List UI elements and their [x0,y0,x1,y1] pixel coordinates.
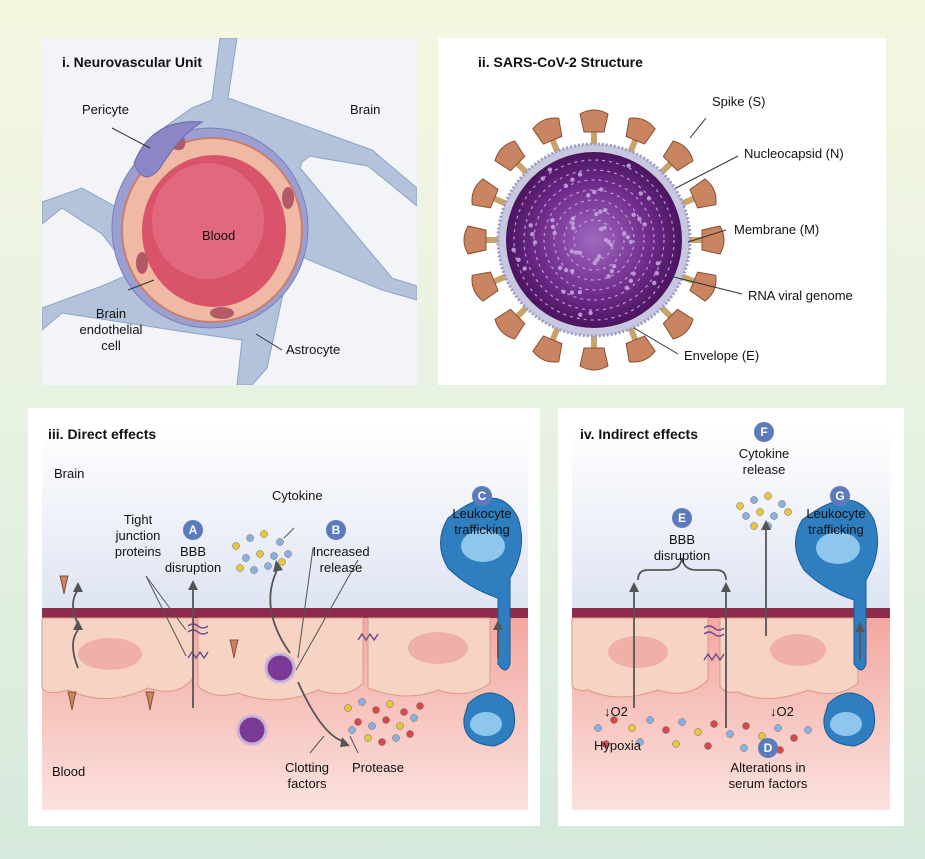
neurovascular-illustration [42,38,417,385]
panel-neurovascular-unit: i. Neurovascular Unit Pericyte Brain Blo… [42,38,417,385]
label-cytokine: Cytokine [272,488,323,503]
label-clot-line2: factors [287,776,327,791]
label-cyto-line2: release [742,462,786,477]
badge-d: D [758,738,778,758]
label-endo-line1: Brain [95,306,127,321]
spike-protein [686,225,725,255]
label-rna-genome: RNA viral genome [748,288,853,303]
label-hypoxia: Hypoxia [594,738,641,753]
label-bbb-line1: BBB [668,532,695,547]
panel-title: iv. Indirect effects [580,426,699,442]
label-spike: Spike (S) [712,94,766,109]
panel-indirect-effects: iv. Indirect effects F Cytokine release … [558,408,904,826]
label-endo-line3: cell [101,338,121,353]
badge-a: A [183,520,203,540]
label-inc-line1: Increased [312,544,370,559]
label-leukocyte-trafficking: Leukocyte trafficking [796,506,876,538]
badge-e: E [672,508,692,528]
virus-illustration [463,109,743,371]
indirect-effects-illustration [571,428,890,810]
spike-protein [579,332,609,371]
spike-protein [579,109,609,148]
spike-protein [532,323,563,363]
label-alt-line2: serum factors [728,776,808,791]
label-cytokine-release: Cytokine release [726,446,802,478]
label-pericyte: Pericyte [82,102,129,117]
label-cyto-line1: Cytokine [738,446,790,461]
label-leukocyte-trafficking: Leukocyte trafficking [442,506,522,538]
label-tight-line3: proteins [114,544,162,559]
label-blood: Blood [202,228,236,243]
panel-sars-cov-2-structure: ii. SARS-CoV-2 Structure Spike (S) Nucle… [438,38,886,385]
badge-b: B [326,520,346,540]
label-protease: Protease [352,760,405,775]
spike-protein [463,225,502,255]
panel-title: iii. Direct effects [48,426,157,442]
label-leuk-line1: Leukocyte [452,506,512,521]
label-blood: Blood [52,764,86,779]
label-increased-release: Increased release [306,544,376,576]
label-o2-left: ↓O2 [604,704,628,719]
label-bbb-disruption: BBB disruption [646,532,718,564]
badge-f: F [754,422,774,442]
label-bbb-line2: disruption [653,548,711,563]
label-astrocyte: Astrocyte [286,342,341,357]
label-membrane: Membrane (M) [734,222,820,237]
label-endothelial-cell: Brain endothelial cell [76,306,146,354]
label-leuk-line2: trafficking [808,522,864,537]
panel-direct-effects: iii. Direct effects Brain Blood Tight ju… [28,408,540,826]
label-inc-line2: release [319,560,363,575]
label-brain: Brain [54,466,85,481]
label-leuk-line2: trafficking [454,522,510,537]
label-alterations-serum: Alterations in serum factors [718,760,818,792]
label-envelope: Envelope (E) [684,348,760,363]
label-bbb-line2: disruption [164,560,222,575]
label-tight-junction: Tight junction proteins [98,512,178,560]
label-alt-line1: Alterations in [730,760,806,775]
label-clotting-factors: Clotting factors [272,760,342,792]
label-bbb-disruption: BBB disruption [158,544,228,576]
label-endo-line2: endothelial [79,322,143,337]
direct-effects-illustration [41,428,528,810]
badge-c: C [472,486,492,506]
label-brain: Brain [350,102,381,117]
label-nucleocapsid: Nucleocapsid (N) [744,146,844,161]
label-o2-right: ↓O2 [770,704,794,719]
badge-g: G [830,486,850,506]
label-leuk-line1: Leukocyte [806,506,866,521]
label-tight-line2: junction [115,528,161,543]
label-bbb-line1: BBB [179,544,206,559]
label-clot-line1: Clotting [284,760,330,775]
label-tight-line1: Tight [123,512,153,527]
panel-title: ii. SARS-CoV-2 Structure [478,54,643,70]
spike-protein [471,178,511,209]
panel-title: i. Neurovascular Unit [62,54,203,70]
